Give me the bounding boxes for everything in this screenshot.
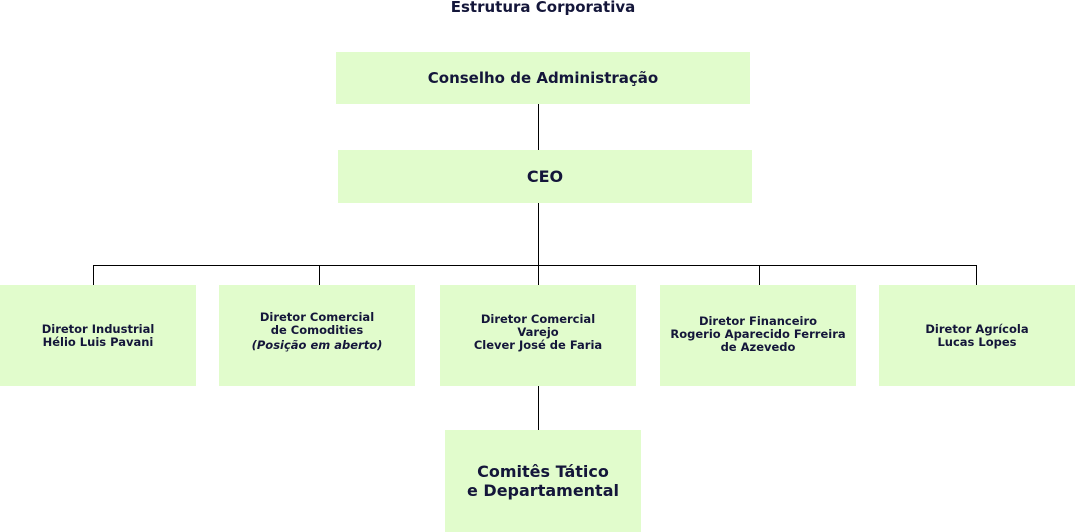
director-role-area: Varejo: [517, 325, 559, 339]
connector-board-ceo: [538, 104, 539, 151]
connector-drop-industrial: [93, 265, 94, 285]
connector-drop-comodities: [319, 265, 320, 285]
director-name: Hélio Luis Pavani: [42, 334, 154, 349]
connector-drop-agricola: [976, 265, 977, 285]
director-role: Diretor Industrial: [41, 321, 155, 336]
director-box-comodities: Diretor Comercial de Comodities (Posição…: [219, 285, 415, 386]
connector-ceo-bus: [538, 202, 539, 265]
committees-line-2: e Departamental: [467, 481, 619, 500]
director-role: Diretor Financeiro: [698, 313, 818, 328]
director-status: (Posição em aberto): [251, 337, 383, 352]
board-box: Conselho de Administração: [336, 52, 750, 104]
director-role: Diretor Comercial: [259, 309, 375, 324]
director-box-agricola: Diretor Agrícola Lucas Lopes: [879, 285, 1075, 386]
connector-drop-financeiro: [759, 265, 760, 285]
ceo-box: CEO: [338, 150, 752, 203]
connector-drop-varejo: [538, 265, 539, 285]
connector-director-bus: [93, 265, 977, 266]
board-label: Conselho de Administração: [427, 68, 659, 87]
chart-title: Estrutura Corporativa: [450, 0, 636, 16]
committees-box: Comitês Tático e Departamental: [445, 430, 641, 532]
director-box-financeiro: Diretor Financeiro Rogerio Aparecido Fer…: [660, 285, 856, 386]
director-role: Diretor Agrícola: [925, 321, 1029, 336]
director-name: Clever José de Faria: [473, 338, 603, 352]
director-box-varejo: Diretor Comercial Varejo Clever José de …: [440, 285, 636, 386]
committees-line-1: Comitês Tático: [477, 462, 609, 481]
ceo-label: CEO: [526, 167, 564, 186]
director-name-continued: de Azevedo: [720, 339, 796, 354]
director-role-area: de Comodities: [270, 322, 364, 337]
director-name: Rogerio Aparecido Ferreira: [670, 326, 846, 341]
director-box-industrial: Diretor Industrial Hélio Luis Pavani: [0, 285, 196, 386]
director-name: Lucas Lopes: [937, 334, 1017, 349]
director-role: Diretor Comercial: [480, 312, 596, 326]
connector-varejo-committees: [538, 386, 539, 430]
